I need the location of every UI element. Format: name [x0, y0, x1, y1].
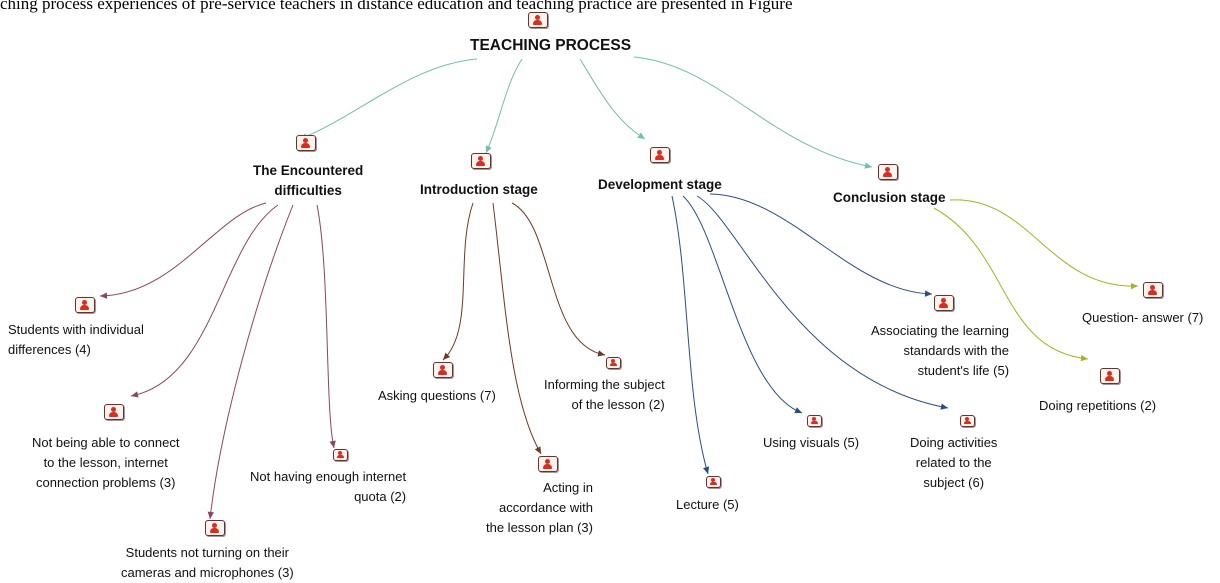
- person-document-icon: [606, 357, 621, 369]
- person-document-icon: [706, 476, 721, 488]
- item-internet-quota: Not having enough internet quota (2): [250, 449, 407, 507]
- item-doing-activities: Doing activities related to the subject …: [910, 415, 998, 493]
- item-label: Associating the learning standards with …: [871, 323, 1010, 378]
- introduction-to-asking-link: [442, 202, 474, 361]
- item-asking-questions: Asking questions (7): [378, 362, 496, 406]
- root-label: TEACHING PROCESS: [470, 37, 632, 54]
- item-connection-problems: Not being able to connect to the lesson,…: [32, 404, 180, 493]
- stage-development: Development stage: [598, 147, 722, 195]
- person-document-icon: [433, 362, 453, 378]
- item-label: Not having enough internet quota (2): [250, 469, 407, 504]
- conclusion-to-question-arrowhead: [1130, 282, 1138, 290]
- stage-introduction: Introduction stage: [420, 153, 538, 200]
- stage-development-label: Development stage: [598, 177, 722, 192]
- person-document-icon: [878, 164, 898, 180]
- person-document-icon: [333, 449, 348, 461]
- stage-conclusion: Conclusion stage: [833, 164, 946, 208]
- development-to-lecture-arrowhead: [703, 466, 710, 474]
- item-label: Doing activities related to the subject …: [910, 435, 998, 490]
- introduction-to-informing-link: [511, 202, 606, 356]
- development-to-associating-link: [709, 193, 933, 295]
- root-to-conclusion-arrowhead: [864, 162, 872, 169]
- conclusion-to-repetitions-link: [933, 207, 1089, 360]
- item-question-answer: Question- answer (7): [1082, 282, 1204, 328]
- person-document-icon: [960, 415, 975, 427]
- difficulties-to-quota-link: [316, 204, 335, 449]
- item-label: Asking questions (7): [378, 388, 496, 403]
- difficulties-to-individual-arrowhead: [100, 292, 108, 299]
- person-document-icon: [296, 135, 316, 151]
- person-document-icon: [1143, 282, 1163, 298]
- conclusion-to-question-link: [949, 199, 1139, 287]
- stage-conclusion-label: Conclusion stage: [833, 190, 946, 205]
- difficulties-to-cameras-link: [209, 204, 294, 520]
- introduction-to-asking-arrowhead: [443, 352, 451, 360]
- difficulties-to-connection-link: [130, 204, 279, 397]
- item-using-visuals: Using visuals (5): [763, 415, 860, 453]
- introduction-to-acting-arrowhead: [534, 446, 541, 454]
- development-to-visuals-arrowhead: [794, 407, 802, 414]
- item-informing-subject: Informing the subject of the lesson (2): [544, 357, 665, 415]
- person-document-icon: [104, 404, 124, 420]
- item-individual-differences: Students with individual differences (4): [8, 297, 144, 360]
- difficulties-to-cameras-arrowhead: [207, 511, 214, 519]
- root-to-introduction-arrowhead: [485, 145, 492, 153]
- item-label: Not being able to connect to the lesson,…: [32, 435, 180, 490]
- root-to-conclusion-link: [633, 56, 873, 168]
- item-lecture: Lecture (5): [676, 476, 739, 515]
- item-doing-repetitions: Doing repetitions (2): [1039, 368, 1157, 416]
- person-document-icon: [538, 456, 558, 472]
- item-label: Doing repetitions (2): [1039, 398, 1157, 413]
- person-document-icon: [807, 415, 822, 427]
- person-document-icon: [528, 12, 548, 28]
- person-document-icon: [650, 147, 670, 163]
- item-label: Acting in accordance with the lesson pla…: [486, 480, 593, 535]
- root-to-difficulties-link: [299, 58, 478, 140]
- root-to-introduction-link: [485, 58, 523, 154]
- item-label: Students with individual differences (4): [8, 322, 144, 357]
- stage-introduction-label: Introduction stage: [420, 182, 538, 197]
- development-to-visuals-link: [682, 195, 803, 414]
- development-to-activities-link: [696, 195, 949, 409]
- difficulties-to-quota-arrowhead: [329, 440, 336, 448]
- caption-text: ching process experiences of pre-service…: [0, 0, 793, 13]
- root-to-development-link: [579, 58, 646, 140]
- item-label: Students not turning on their cameras an…: [121, 545, 294, 580]
- item-label: Question- answer (7): [1082, 310, 1204, 325]
- difficulties-to-individual-link: [99, 202, 267, 297]
- item-acting-lesson-plan: Acting in accordance with the lesson pla…: [486, 456, 593, 538]
- person-document-icon: [75, 297, 95, 313]
- root-to-development-arrowhead: [637, 132, 645, 139]
- item-associating-standards: Associating the learning standards with …: [871, 295, 1010, 381]
- introduction-to-informing-arrowhead: [597, 350, 605, 357]
- person-document-icon: [205, 520, 225, 536]
- item-cameras-microphones: Students not turning on their cameras an…: [121, 520, 294, 583]
- development-to-associating-arrowhead: [924, 290, 932, 297]
- stage-difficulties: The Encountered difficulties: [253, 135, 364, 201]
- introduction-to-acting-link: [492, 202, 542, 455]
- person-document-icon: [934, 295, 954, 311]
- item-label: Lecture (5): [676, 497, 739, 512]
- item-label: Informing the subject of the lesson (2): [544, 377, 665, 412]
- conclusion-to-repetitions-arrowhead: [1080, 354, 1088, 362]
- person-document-icon: [471, 153, 491, 169]
- difficulties-to-connection-arrowhead: [131, 391, 139, 398]
- stage-difficulties-label: The Encountered difficulties: [253, 163, 364, 198]
- item-label: Using visuals (5): [763, 435, 860, 450]
- development-to-lecture-link: [671, 195, 709, 475]
- root-node: TEACHING PROCESS: [470, 12, 632, 56]
- development-to-activities-arrowhead: [940, 403, 948, 410]
- person-document-icon: [1100, 368, 1120, 384]
